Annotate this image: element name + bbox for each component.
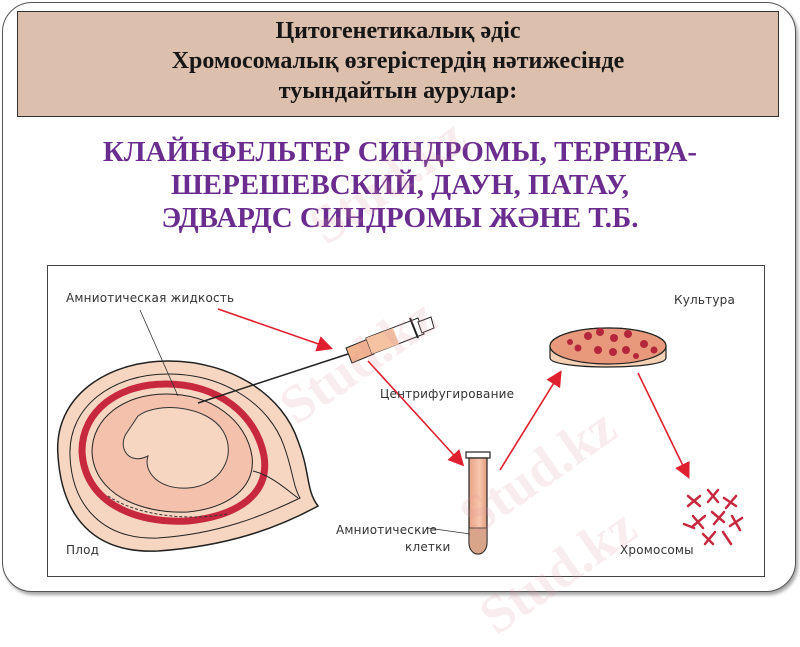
diagram-illustration [57,308,744,555]
process-arrows [217,308,690,479]
label-amniotic-cells-1: Амниотические [336,523,438,537]
test-tube-icon [465,451,491,555]
label-chromosomes: Хромосомы [620,543,694,557]
label-fetus: Плод [66,543,100,557]
label-amniotic-cells-2: клетки [405,540,451,554]
title-line-1: Цитогенетикалық әдіс [275,18,521,44]
syndromes-line-1: КЛАЙНФЕЛЬТЕР СИНДРОМЫ, ТЕРНЕРА- [102,136,698,168]
syndromes-line-3: ЭДВАРДС СИНДРОМЫ ЖӘНЕ Т.Б. [161,202,639,234]
chromosomes-icon [682,488,744,546]
label-amniotic-fluid: Амниотическая жидкость [66,291,235,305]
label-centrifugation: Центрифугирование [380,387,515,401]
slide-title-box: Цитогенетикалық әдіс Хромосомалық өзгері… [17,11,779,117]
petri-dish-icon [549,327,667,368]
label-culture: Культура [674,293,736,307]
uterus-icon [57,360,320,552]
syringe-icon [197,316,435,404]
title-line-2: Хромосомалық өзгерістердің нәтижесінде [171,48,625,74]
title-line-3: туындайтын аурулар: [278,78,518,104]
amniocentesis-diagram: Амниотическая жидкость Культура Центрифу… [47,265,765,577]
syndromes-list: КЛАЙНФЕЛЬТЕР СИНДРОМЫ, ТЕРНЕРА- ШЕРЕШЕВС… [30,136,770,235]
syndromes-line-2: ШЕРЕШЕВСКИЙ, ДАУН, ПАТАУ, [170,169,630,201]
